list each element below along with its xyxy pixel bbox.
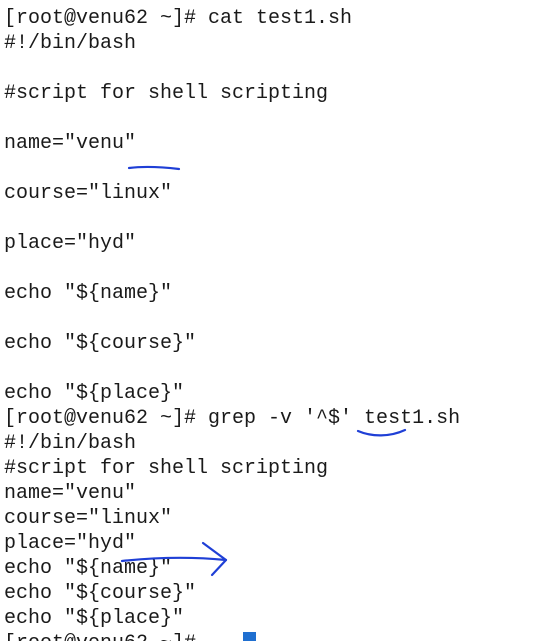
terminal-line-output: echo "${place}" <box>4 607 185 630</box>
terminal-line-output: echo "${course}" <box>4 582 197 605</box>
terminal-line-output: name="venu" <box>4 132 137 155</box>
text-cursor <box>243 632 256 641</box>
terminal-line-output: echo "${course}" <box>4 332 197 355</box>
terminal-line-output: name="venu" <box>4 482 137 505</box>
terminal-line-output: echo "${place}" <box>4 382 185 405</box>
terminal-line-command-grep: [root@venu62 ~]# grep -v '^$' test1.sh <box>4 407 461 430</box>
terminal-line-output: #script for shell scripting <box>4 82 329 105</box>
terminal-line-output: course="linux" <box>4 182 173 205</box>
terminal-line-output: #!/bin/bash <box>4 32 137 55</box>
terminal-line-command-cat: [root@venu62 ~]# cat test1.sh <box>4 7 353 30</box>
terminal-line-output: course="linux" <box>4 507 173 530</box>
terminal-line-output: place="hyd" <box>4 232 137 255</box>
terminal-line-output: #script for shell scripting <box>4 457 329 480</box>
arrow-head-annotation <box>201 541 228 577</box>
terminal-prompt[interactable]: [root@venu62 ~]# <box>4 631 208 641</box>
terminal-line-output: echo "${name}" <box>4 557 173 580</box>
terminal-line-output: #!/bin/bash <box>4 432 137 455</box>
terminal-line-output: place="hyd" <box>4 532 137 555</box>
underline-annotation <box>127 165 181 171</box>
terminal-line-output: echo "${name}" <box>4 282 173 305</box>
